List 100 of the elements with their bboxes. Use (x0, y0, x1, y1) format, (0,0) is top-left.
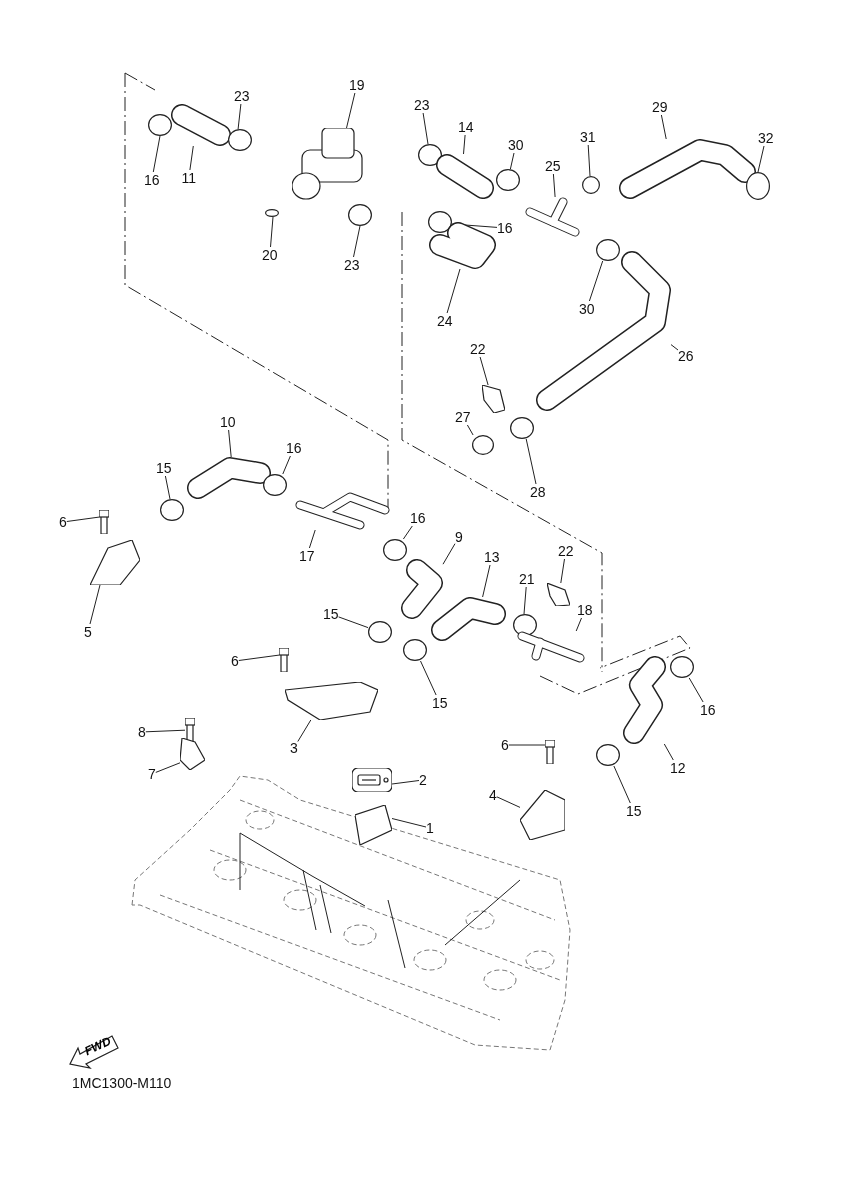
callout-number: 32 (758, 130, 774, 146)
pipe-fitting (525, 197, 580, 237)
callout-number: 16 (700, 702, 716, 718)
leader-line (757, 145, 765, 173)
callout-number: 15 (626, 803, 642, 819)
cover-plate (285, 682, 378, 720)
hose-clamp (418, 144, 442, 166)
leader-line (560, 558, 565, 584)
callout-number: 24 (437, 313, 453, 329)
hose (436, 154, 494, 199)
leader-line (282, 455, 291, 475)
bolt (279, 648, 289, 672)
callout-number: 21 (519, 571, 535, 587)
plate (180, 738, 205, 770)
callout-number: 22 (558, 543, 574, 559)
callout-number: 30 (579, 301, 595, 317)
callout-number: 2 (419, 772, 427, 788)
leader-line (482, 564, 491, 598)
leader-line (670, 344, 679, 351)
hose-clamp (510, 417, 534, 439)
leader-line (496, 796, 521, 808)
leader-line (228, 429, 232, 458)
callout-number: 16 (410, 510, 426, 526)
hose (536, 251, 671, 411)
callout-number: 1 (426, 820, 434, 836)
leader-line (509, 152, 515, 170)
callout-number: 15 (432, 695, 448, 711)
callout-number: 23 (234, 88, 250, 104)
hose (623, 656, 666, 744)
o-ring (265, 209, 279, 217)
bolt (99, 510, 109, 534)
bracket (482, 385, 505, 413)
leader-line (575, 617, 582, 632)
hose (619, 139, 756, 199)
gasket (352, 768, 392, 792)
leader-line (346, 92, 356, 129)
callout-number: 27 (455, 409, 471, 425)
hose-clamp (148, 114, 172, 136)
cap (472, 435, 494, 455)
hose-clamp (403, 639, 427, 661)
leader-line (391, 818, 427, 828)
callout-number: 9 (455, 529, 463, 545)
callout-number: 30 (508, 137, 524, 153)
leader-line (297, 719, 312, 742)
hose-clamp (428, 211, 452, 233)
callout-number: 23 (344, 257, 360, 273)
hose-clamp (596, 239, 620, 261)
callout-number: 16 (144, 172, 160, 188)
callout-number: 6 (231, 653, 239, 669)
callout-number: 20 (262, 247, 278, 263)
leader-line (588, 260, 604, 302)
callout-number: 18 (577, 602, 593, 618)
hose-clamp (596, 744, 620, 766)
leader-line (402, 525, 413, 540)
hose-clamp (670, 656, 694, 678)
leader-line (308, 529, 316, 549)
callout-number: 10 (220, 414, 236, 430)
leader-line (270, 216, 274, 248)
bolt (545, 740, 555, 764)
hose-clamp (513, 614, 537, 636)
leader-line (508, 744, 546, 746)
leader-line (446, 268, 461, 314)
diagram-code: 1MC1300-M110 (72, 1075, 172, 1091)
bolt (185, 718, 195, 742)
callout-number: 3 (290, 740, 298, 756)
hose-clamp (348, 204, 372, 226)
callout-number: 29 (652, 99, 668, 115)
hose (431, 597, 506, 641)
hose-clamp (160, 499, 184, 521)
callout-number: 28 (530, 484, 546, 500)
hose-clamp (228, 129, 252, 151)
leader-line (660, 114, 667, 140)
leader-line (66, 516, 100, 522)
hose-clamp (496, 169, 520, 191)
hose (187, 457, 271, 499)
leader-line (466, 424, 474, 436)
callout-number: 15 (156, 460, 172, 476)
leader-line (422, 112, 429, 145)
pipe-fitting (517, 631, 585, 663)
leader-line (420, 660, 437, 696)
callout-number: 19 (349, 77, 365, 93)
callout-number: 16 (286, 440, 302, 456)
hose (401, 559, 443, 619)
cover-plate (520, 790, 565, 840)
leader-line (338, 616, 369, 629)
leader-line (688, 677, 704, 703)
leader-line (164, 475, 171, 500)
callout-number: 31 (580, 129, 596, 145)
clip-ring (582, 176, 600, 194)
hose (171, 104, 231, 146)
callout-number: 6 (501, 737, 509, 753)
leader-line (152, 135, 161, 173)
callout-number: 4 (489, 787, 497, 803)
callout-number: 26 (678, 348, 694, 364)
bracket (547, 583, 570, 606)
hose-clamp (368, 621, 392, 643)
leader-line (587, 144, 591, 177)
callout-number: 6 (59, 514, 67, 530)
reed-plate (355, 805, 392, 845)
cover-plate (90, 540, 140, 585)
